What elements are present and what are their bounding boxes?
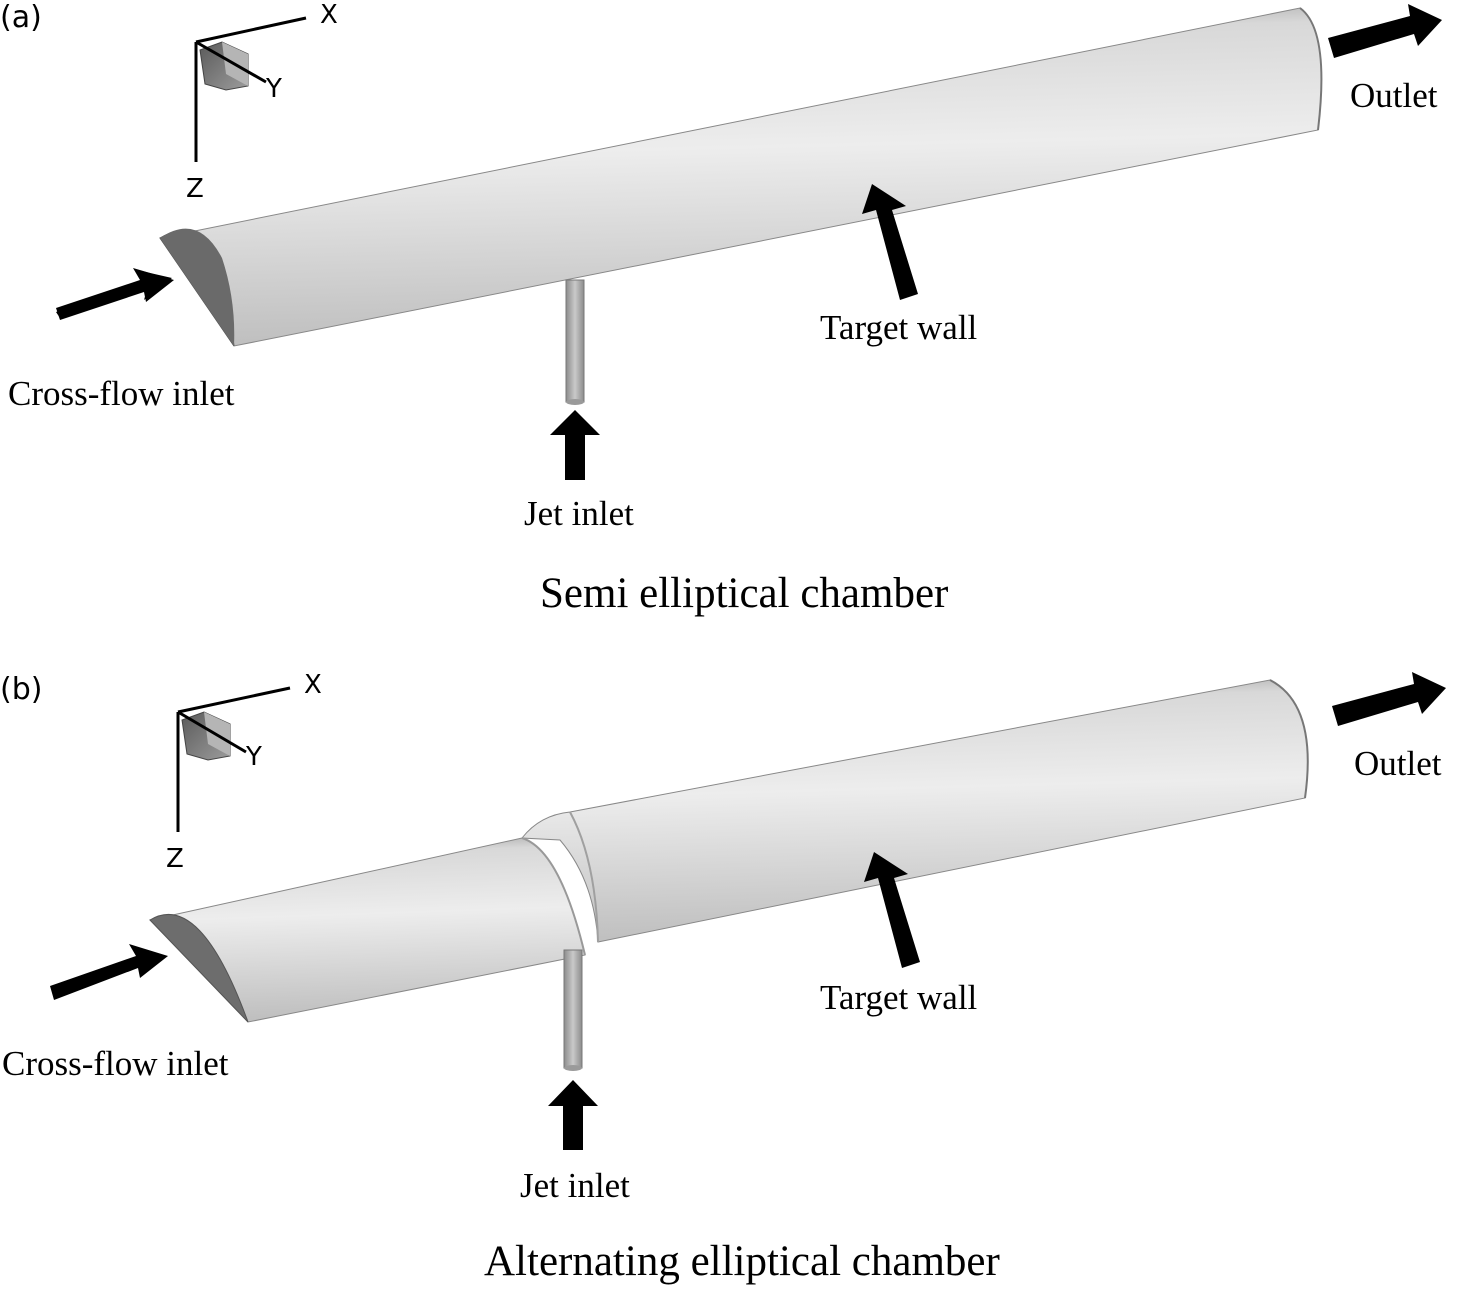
crossflow-inlet-label: Cross-flow inlet xyxy=(2,1044,229,1083)
outlet-arrow-a xyxy=(1328,4,1442,58)
panel-label-b: (b) xyxy=(0,672,43,707)
axis-y-label: Y xyxy=(266,74,282,104)
jet-arrow-a xyxy=(550,410,600,480)
chamber-body xyxy=(159,7,1322,347)
jet-tube-end xyxy=(566,399,584,405)
axis-x-label: X xyxy=(304,670,322,700)
chamber-a xyxy=(159,7,1323,347)
chamber-transition-edge xyxy=(521,837,586,956)
chamber-b xyxy=(149,679,1309,1023)
caption-b: Alternating elliptical chamber xyxy=(484,1238,1000,1285)
crossflow-arrow-b xyxy=(50,944,168,1000)
panel-b-graphics xyxy=(50,672,1446,1150)
x-axis-line xyxy=(177,686,291,714)
target-wall-arrow-a xyxy=(862,184,918,300)
chamber-wide-section xyxy=(521,679,1309,943)
y-axis-line xyxy=(195,40,267,84)
chamber-end-face xyxy=(149,914,249,1023)
caption-a: Semi elliptical chamber xyxy=(540,570,949,617)
jet-arrow-b xyxy=(548,1080,598,1150)
chamber-outlet-edge xyxy=(1269,679,1309,799)
chamber-transition-edge-2 xyxy=(569,811,599,943)
axis-triad-a xyxy=(194,16,307,162)
jet-tube-b xyxy=(563,949,583,1069)
jet-tube-end xyxy=(564,1065,582,1071)
axis-triad-b xyxy=(176,686,291,832)
chamber-narrow-section xyxy=(149,837,586,1023)
axis-x-label: X xyxy=(320,0,338,30)
axis-z-label: Z xyxy=(186,174,204,204)
crossflow-arrow-head-a xyxy=(56,268,174,320)
jet-inlet-label: Jet inlet xyxy=(524,494,634,533)
outlet-label: Outlet xyxy=(1350,76,1438,115)
jet-inlet-label: Jet inlet xyxy=(520,1166,630,1205)
panel-label-a: (a) xyxy=(0,0,42,35)
panel-a-graphics xyxy=(56,4,1442,480)
y-axis-line xyxy=(177,710,247,754)
x-axis-line xyxy=(195,16,307,44)
chamber-outlet-edge xyxy=(1299,7,1323,131)
target-wall-label: Target wall xyxy=(820,308,978,347)
outlet-arrow-b xyxy=(1332,672,1446,726)
target-wall-label: Target wall xyxy=(820,978,978,1017)
axis-z-label: Z xyxy=(166,844,184,874)
chamber-end-shade xyxy=(160,228,235,346)
jet-tube-a xyxy=(565,279,585,403)
crossflow-inlet-label: Cross-flow inlet xyxy=(8,374,235,413)
outlet-label: Outlet xyxy=(1354,744,1442,783)
axis-y-label: Y xyxy=(246,742,262,772)
target-wall-arrow-b xyxy=(864,852,920,968)
